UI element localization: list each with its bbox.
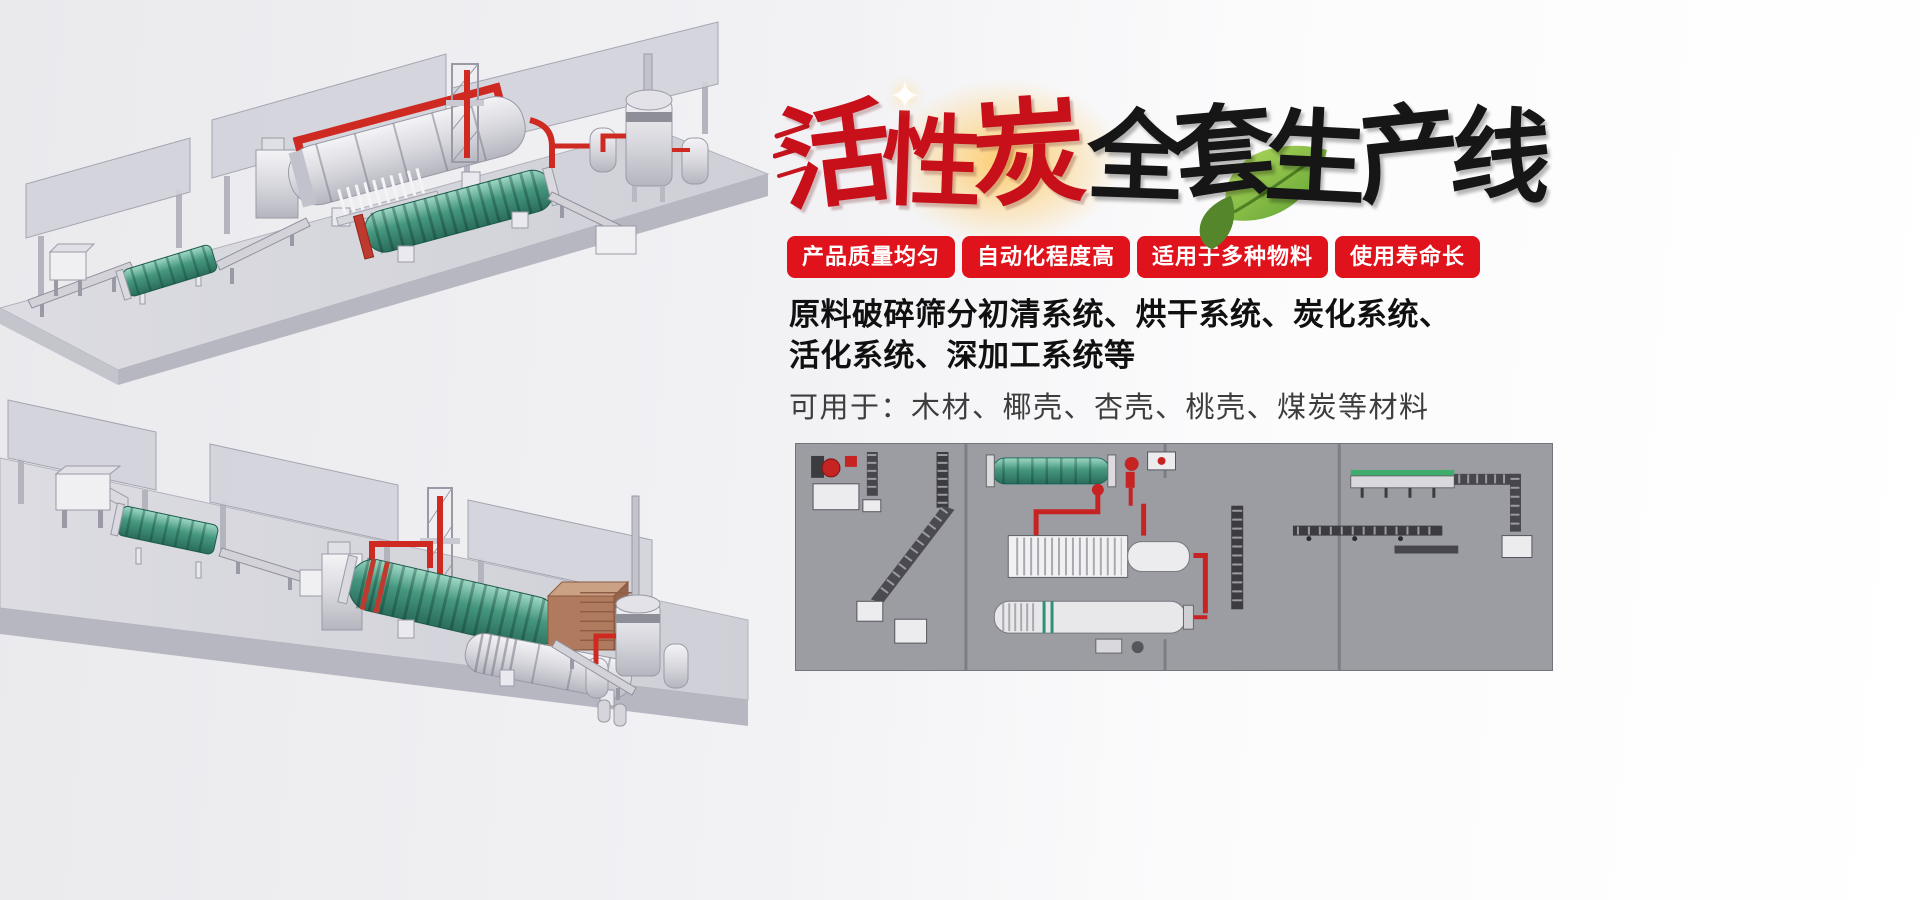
description-line-2: 活化系统、深加工系统等: [789, 338, 1136, 373]
description-block: 原料破碎筛分初清系统、烘干系统、炭化系统、 活化系统、深加工系统等 可用于：木材…: [789, 294, 1569, 426]
plant-layout-diagram: [795, 443, 1553, 671]
incline-conveyor: [215, 217, 311, 284]
layout-red-piping: [1033, 483, 1208, 620]
lattice-tower: [446, 63, 484, 163]
description-line-1: 原料破碎筛分初清系统、烘干系统、炭化系统、: [789, 297, 1451, 332]
canopy-wall-1: [25, 137, 191, 298]
speed-lines-icon: [773, 123, 810, 178]
layout-right-conveyors: [1292, 469, 1533, 558]
red-piping-loop: [369, 541, 433, 570]
banner-right-content: ✦ 活 性 炭 全 套 生: [773, 0, 1585, 900]
screening-drum: [115, 244, 218, 305]
layout-cooler-cylinder: [993, 600, 1194, 634]
description-line-3: 可用于：木材、椰壳、杏壳、桃壳、煤炭等材料: [789, 392, 1430, 424]
storage-tank-small-2: [613, 703, 627, 727]
discharge-box: [595, 225, 637, 255]
carbonization-furnace: [589, 53, 709, 202]
leaf-icon: [1225, 145, 1327, 221]
feed-hopper: [48, 243, 96, 296]
discharge-conveyor-2: [551, 639, 637, 700]
leaf-small-icon: [1199, 195, 1235, 250]
layout-feed-ladder: [856, 451, 955, 622]
feature-badge-automation: 自动化程度高: [962, 236, 1131, 278]
title-char: 性: [879, 105, 984, 221]
screening-drum-2: [110, 502, 219, 579]
title-char: 线: [1447, 97, 1555, 217]
feature-badges: 产品质量均匀 自动化程度高 适用于多种物料 使用寿命长: [787, 236, 1481, 278]
layout-carbonizer-cylinder: [985, 451, 1176, 506]
layout-dryer-finned: [1007, 535, 1190, 578]
title-char: 炭: [967, 87, 1091, 222]
carbonization-furnace-2: [585, 495, 689, 727]
storage-tank-small-1: [597, 699, 611, 723]
feature-badge-quality: 产品质量均匀: [787, 236, 956, 278]
page-title: ✦ 活 性 炭 全 套 生: [773, 47, 1565, 277]
activation-drum-2: [337, 554, 559, 665]
feature-badge-materials: 适用于多种物料: [1137, 236, 1329, 278]
production-line-3d-bottom: [0, 399, 749, 727]
production-line-3d-top: [0, 21, 770, 385]
red-piping-main: [529, 117, 592, 168]
activation-drum: [352, 166, 562, 263]
feature-badge-lifespan: 使用寿命长: [1335, 236, 1481, 278]
layout-crusher-cluster: [811, 451, 882, 513]
sparkle-icon: ✦: [889, 76, 921, 118]
layout-small-equipment: [894, 505, 1244, 654]
